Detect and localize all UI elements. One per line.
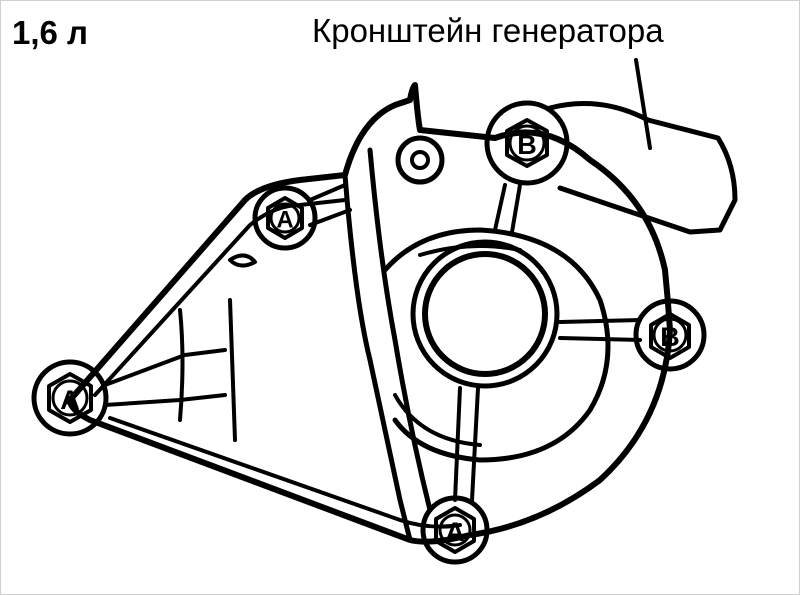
bracket-notch xyxy=(228,253,257,268)
bolt-label-a-left: A xyxy=(60,385,80,415)
bolt-label-b-top: B xyxy=(517,130,537,160)
dowel-pin xyxy=(410,150,430,170)
alternator-body xyxy=(547,101,738,235)
bolt-label-a-upper: A xyxy=(276,207,293,234)
boss-ring-a-upper xyxy=(252,185,318,251)
engine-label: 1,6 л xyxy=(12,14,89,51)
boss-ring-a-left xyxy=(31,359,109,437)
dowel-hole xyxy=(395,135,445,185)
bolt-face-b-top xyxy=(508,124,546,162)
bolt-hex-b-right xyxy=(649,312,691,360)
bolt-face-b-right xyxy=(652,317,688,353)
boss-ring-b-top xyxy=(484,100,570,186)
bracket-central-web xyxy=(342,147,433,543)
bracket-lower-arm xyxy=(103,348,227,407)
bracket-vertical-rib xyxy=(178,298,237,442)
rib-to-top-b xyxy=(493,183,522,234)
boss-ring-b-right xyxy=(633,298,707,372)
bolt-hex-a-bottom xyxy=(434,506,476,554)
bolt-label-a-bottom: A xyxy=(445,517,465,547)
central-bore-inner xyxy=(422,251,548,377)
callout-leader-line xyxy=(634,58,652,150)
bolt-hex-b-top xyxy=(505,118,549,168)
bracket-callout-label: Кронштейн генератора xyxy=(312,12,664,49)
bolt-hex-a-left xyxy=(47,372,93,424)
bolt-label-b-right: B xyxy=(660,322,680,352)
rib-to-bottom-a xyxy=(453,386,480,502)
bolt-hex-a-upper xyxy=(266,196,304,240)
central-bore-outer xyxy=(410,239,560,389)
bolt-face-a-upper xyxy=(269,202,301,234)
rib-to-right-b xyxy=(558,318,642,342)
bolt-face-a-bottom xyxy=(438,513,472,547)
bolt-face-a-left xyxy=(51,379,89,417)
boss-ring-a-bottom xyxy=(420,495,490,565)
